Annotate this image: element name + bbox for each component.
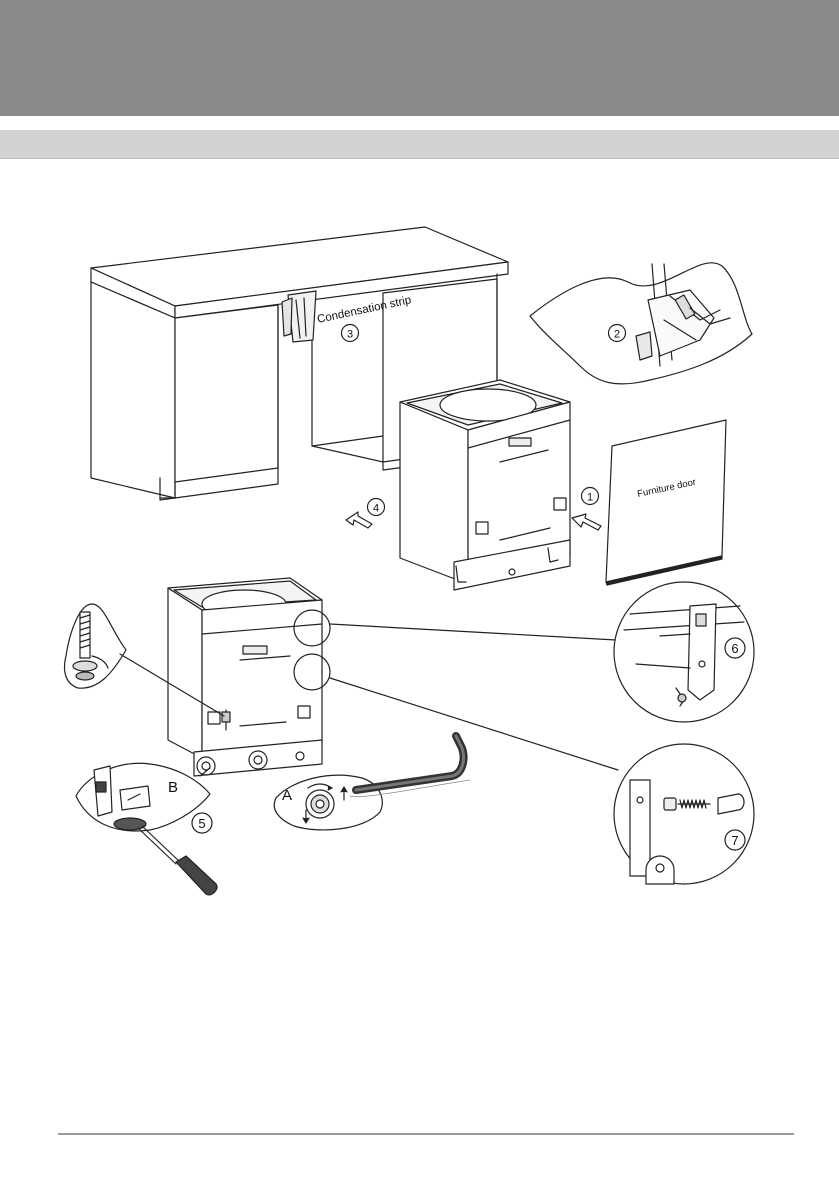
step-1-number: 1 bbox=[587, 492, 593, 504]
dishwasher-bottom bbox=[168, 578, 322, 776]
step-6-number: 6 bbox=[731, 641, 738, 656]
step-4-callout: 4 bbox=[346, 499, 385, 529]
detail-leaders bbox=[294, 610, 618, 770]
letter-a: A bbox=[282, 787, 292, 804]
step-7-number: 7 bbox=[731, 833, 738, 848]
step-1-callout: 1 bbox=[572, 488, 601, 531]
furniture-door: Furniture door bbox=[606, 420, 726, 585]
step-4-number: 4 bbox=[373, 503, 379, 515]
detail-7 bbox=[614, 744, 754, 884]
step-3-number: 3 bbox=[347, 329, 353, 341]
detail-b bbox=[76, 763, 217, 895]
hinge-detail bbox=[530, 263, 752, 384]
step-5-number: 5 bbox=[198, 816, 205, 831]
arrow-left-icon bbox=[346, 512, 372, 528]
letter-b: B bbox=[168, 779, 178, 796]
step-2-number: 2 bbox=[614, 329, 620, 341]
arrow-left-icon bbox=[572, 514, 601, 530]
detail-a-labels: A bbox=[282, 787, 292, 804]
dishwasher-top bbox=[400, 380, 570, 590]
footer-rule bbox=[58, 1133, 794, 1135]
